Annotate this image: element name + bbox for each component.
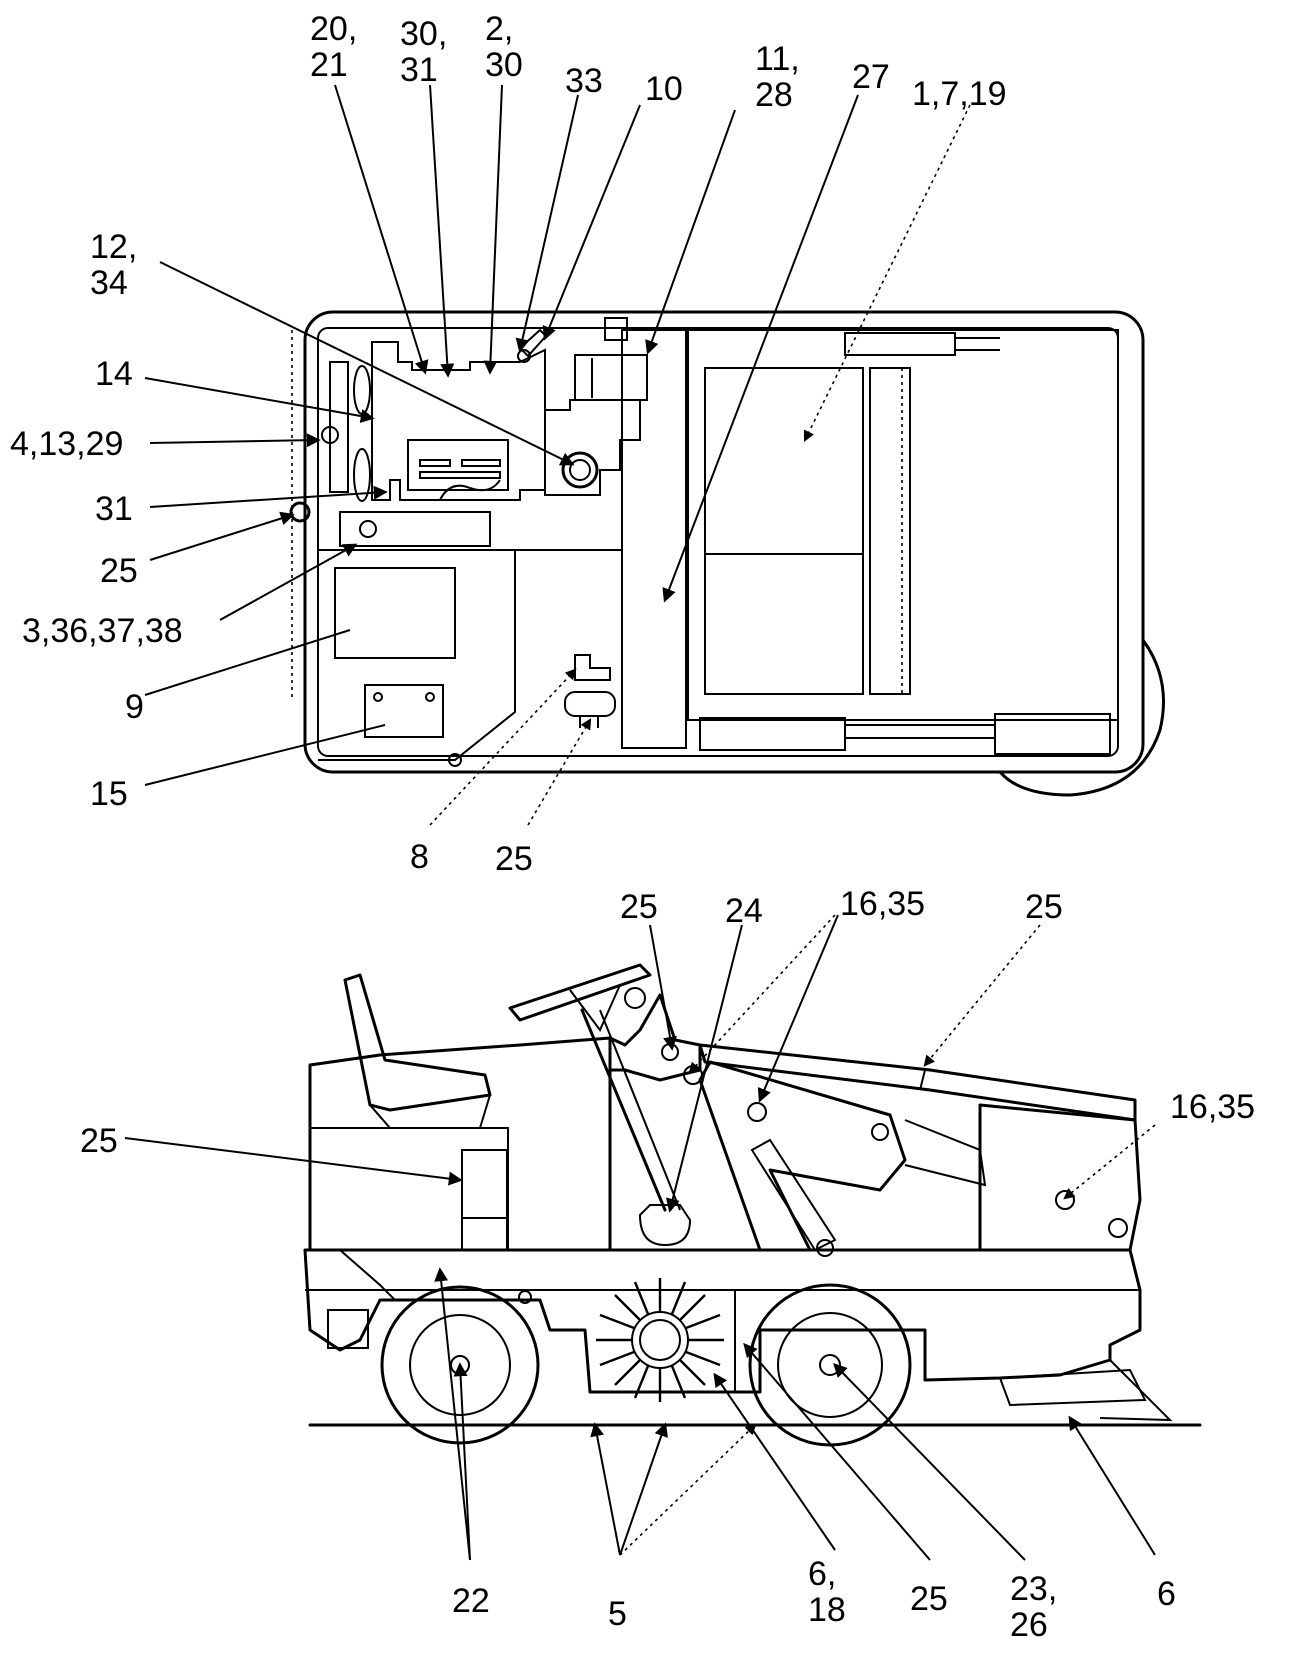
callout-2-30: 2,30 <box>485 10 523 84</box>
fitting-25-dash <box>661 1043 679 1061</box>
callout-1-7-19: 1,7,19 <box>912 75 1007 113</box>
fitting-16-35-front <box>1055 1190 1075 1210</box>
callout-31: 31 <box>95 490 133 528</box>
callout-11-28: 11,28 <box>755 40 800 114</box>
callout-24: 24 <box>725 892 763 930</box>
crossmember <box>339 511 491 547</box>
engine-block <box>371 341 546 501</box>
fitting-4-13-29 <box>321 426 339 444</box>
callout-25-top-left: 25 <box>100 552 138 590</box>
engine-inner <box>407 439 509 491</box>
top-view-wheel <box>998 638 1166 797</box>
front-wheel <box>748 1283 912 1447</box>
control-panel-9 <box>334 567 456 659</box>
top-view-body-outline <box>303 310 1145 774</box>
hopper-top-bar <box>844 332 956 356</box>
callout-16-35-b: 16,35 <box>1170 1088 1255 1126</box>
callout-25-side-a: 25 <box>620 888 658 926</box>
callout-25-top-bottom: 25 <box>495 840 533 878</box>
fan-lower <box>353 448 371 502</box>
callout-3-36-37-38: 3,36,37,38 <box>22 612 183 650</box>
callout-6-18: 6,18 <box>808 1555 846 1629</box>
fitting-25-bottom <box>564 691 616 717</box>
hopper-area <box>687 329 1119 721</box>
hopper-compartment-lower <box>704 553 864 695</box>
callout-4-13-29: 4,13,29 <box>10 425 123 463</box>
fan-upper <box>353 365 371 415</box>
pedal-housing <box>638 1204 692 1247</box>
pump-assembly <box>544 399 641 496</box>
top-view <box>289 310 1166 797</box>
rear-wheel <box>380 1285 540 1445</box>
callout-20-21: 20,21 <box>310 10 357 84</box>
callout-30-31: 30,31 <box>400 15 447 89</box>
callout-10: 10 <box>645 70 683 108</box>
callout-6: 6 <box>1157 1575 1176 1613</box>
callout-5: 5 <box>608 1595 627 1633</box>
hopper-bottom-bar-right <box>994 713 1111 755</box>
lift-cylinder <box>750 1138 837 1252</box>
callout-12-34: 12,34 <box>90 228 137 302</box>
rear-panel <box>309 1127 509 1251</box>
chassis <box>303 1248 1142 1394</box>
oil-filter <box>561 451 599 489</box>
leader-lines <box>124 84 1156 1561</box>
steering-column <box>580 1008 667 1212</box>
callout-9: 9 <box>125 688 144 726</box>
plate-15 <box>364 684 444 738</box>
callout-27: 27 <box>852 58 890 96</box>
callout-14: 14 <box>95 355 133 393</box>
side-view <box>303 963 1202 1447</box>
hopper-compartment-upper <box>704 367 864 555</box>
callout-25-side-bottom: 25 <box>910 1580 948 1618</box>
callout-33: 33 <box>565 62 603 100</box>
operator-area <box>318 549 516 761</box>
steering-wheel <box>508 963 652 1022</box>
dash <box>608 993 702 1082</box>
top-view-body-inner <box>317 327 1119 757</box>
side-brush <box>596 1278 724 1402</box>
callout-25-side-left: 25 <box>80 1122 118 1160</box>
rear-body <box>308 1036 612 1252</box>
callout-16-35-a: 16,35 <box>840 885 925 923</box>
hopper-front <box>978 1103 1142 1252</box>
callout-23-26: 23,26 <box>1010 1570 1057 1644</box>
callout-22: 22 <box>452 1582 490 1620</box>
seat <box>343 973 492 1112</box>
rear-access-box <box>461 1149 508 1219</box>
callout-25-side-b: 25 <box>1025 888 1063 926</box>
filter-strip <box>869 367 911 695</box>
center-column <box>621 329 687 749</box>
front-skirt <box>998 1368 1147 1407</box>
callout-labels: 20,21 30,31 2,30 33 10 11,28 27 1,7,19 1… <box>10 10 1255 1644</box>
hopper-bottom-bar-left <box>699 717 846 751</box>
valve-8 <box>574 654 611 681</box>
callout-15: 15 <box>90 775 128 813</box>
callout-8: 8 <box>410 838 429 876</box>
battery-box <box>574 354 648 401</box>
lift-arm <box>698 1060 907 1252</box>
